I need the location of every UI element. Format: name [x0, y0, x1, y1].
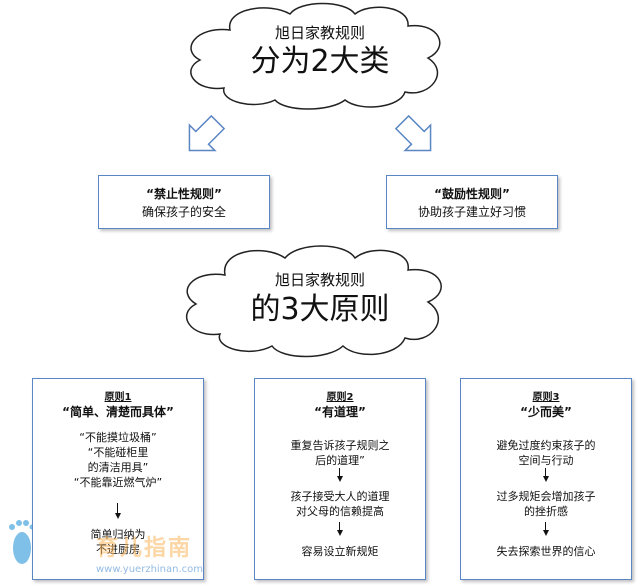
step-line: 的挫折感	[524, 505, 568, 518]
watermark-url: www.yuerzhinan.com	[96, 564, 204, 575]
category-desc: 协助孩子建立好习惯	[417, 205, 526, 219]
rule-example: “不能碰柜里	[87, 446, 149, 459]
principle-tag: 原则1	[104, 392, 132, 403]
step-line: 过多规矩会增加孩子	[496, 490, 596, 503]
category-title: “禁止性规则”	[146, 187, 222, 201]
step-line: 容易设立新规矩	[301, 545, 379, 558]
step-line: 后的道理”	[315, 454, 365, 467]
cloud-top-line2: 分为2大类	[250, 44, 390, 79]
rule-example: “不能摸垃圾桶”	[79, 431, 157, 444]
flow-line	[117, 503, 118, 513]
watermark-brand: 育儿指南	[96, 536, 193, 561]
category-box-encouraging: “鼓励性规则” 协助孩子建立好习惯	[386, 175, 558, 229]
principle-tag: 原则2	[326, 392, 354, 403]
rule-example: 的清洁用具”	[87, 461, 149, 474]
flow-line	[545, 522, 546, 531]
arrow-down-icon	[337, 476, 343, 482]
category-title: “鼓励性规则”	[434, 187, 510, 201]
arrow-down-icon	[543, 476, 549, 482]
category-desc: 确保孩子的安全	[141, 205, 226, 219]
flow-line	[545, 468, 546, 477]
category-box-prohibitive: “禁止性规则” 确保孩子的安全	[98, 175, 270, 229]
arrow-right-icon	[394, 114, 432, 152]
step-line: 重复告诉孩子规则之	[290, 439, 390, 452]
rule-example: “不能靠近燃气炉”	[73, 476, 163, 489]
arrow-left-icon	[188, 114, 226, 152]
principle-tag: 原则3	[532, 392, 560, 403]
principle-box-1: 原则1 “简单、清楚而具体” “不能摸垃圾桶” “不能碰柜里 的清洁用具” “不…	[32, 378, 204, 580]
step-line: 孩子接受大人的道理	[290, 490, 390, 503]
cloud-middle-line2: 的3大原则	[250, 292, 390, 327]
arrow-down-icon	[115, 513, 121, 519]
principle-box-3: 原则3 “少而美” 避免过度约束孩子的 空间与行动 过多规矩会增加孩子 的挫折感…	[460, 378, 632, 580]
principle-box-2: 原则2 “有道理” 重复告诉孩子规则之 后的道理” 孩子接受大人的道理 对父母的…	[254, 378, 426, 580]
result-line: 不进厨房	[96, 543, 140, 556]
step-line: 失去探索世界的信心	[496, 545, 596, 558]
cloud-middle-line1: 旭日家教规则	[274, 271, 365, 289]
cloud-top	[190, 2, 441, 110]
arrow-down-icon	[543, 530, 549, 536]
flow-line	[339, 522, 340, 531]
principle-title: “有道理”	[314, 405, 366, 419]
result-line: 简单归纳为	[90, 528, 146, 541]
cloud-top-line1: 旭日家教规则	[274, 24, 365, 42]
step-line: 空间与行动	[518, 454, 574, 467]
step-line: 避免过度约束孩子的	[496, 439, 596, 452]
principle-title: “简单、清楚而具体”	[62, 405, 174, 419]
cloud-middle	[185, 245, 442, 358]
arrow-down-icon	[337, 530, 343, 536]
principle-title: “少而美”	[520, 405, 572, 419]
flow-line	[339, 468, 340, 477]
step-line: 对父母的信赖提高	[296, 505, 384, 518]
